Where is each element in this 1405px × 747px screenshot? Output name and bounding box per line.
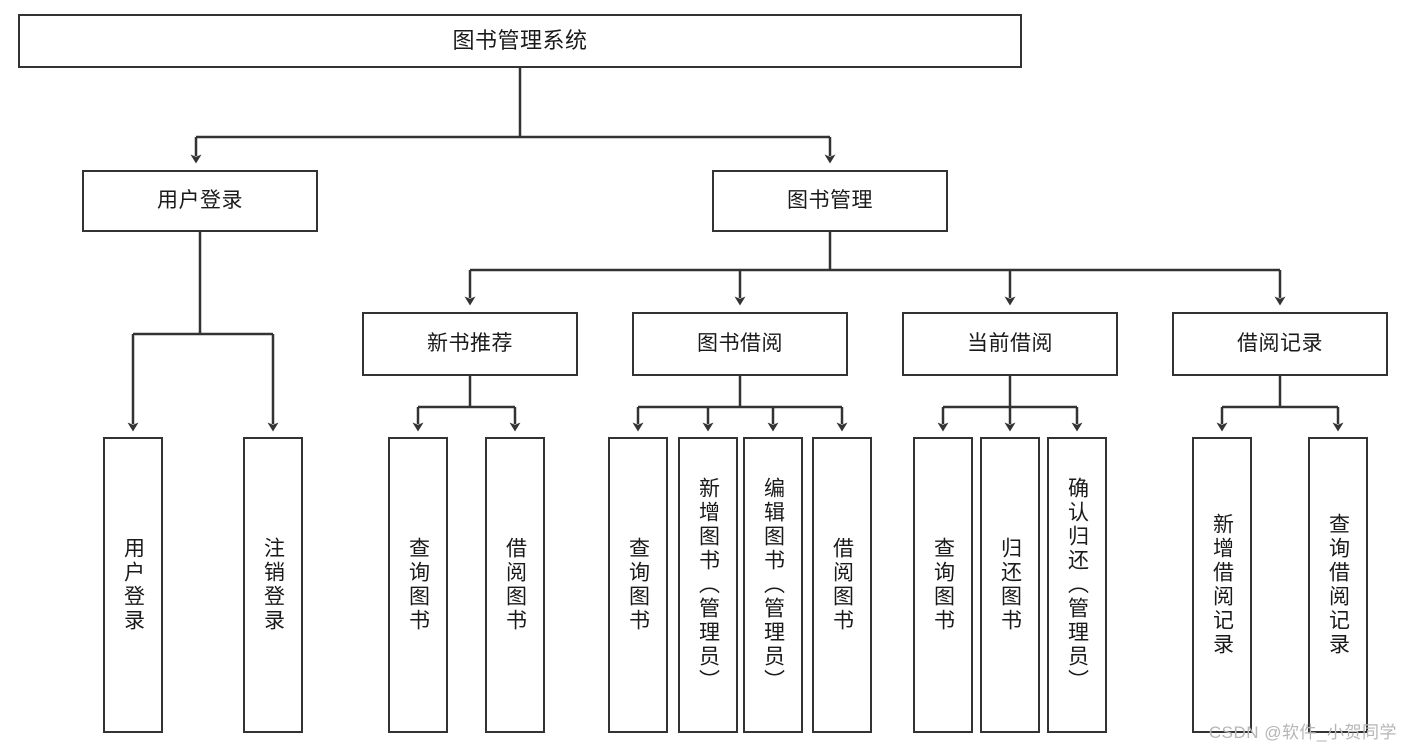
node-label: 借阅记录 xyxy=(1237,331,1323,355)
node-label: 借阅图书 xyxy=(503,537,527,633)
node-label: 归还图书 xyxy=(998,537,1022,633)
leaf-confirm-return-admin[interactable]: 确认归还（管理员） xyxy=(1047,437,1107,733)
node-label: 用户登录 xyxy=(157,188,243,212)
leaf-query-book-recommend[interactable]: 查询图书 xyxy=(388,437,448,733)
node-label: 查询图书 xyxy=(931,537,955,633)
node-label: 编辑图书（管理员） xyxy=(761,477,785,693)
node-label: 查询图书 xyxy=(406,537,430,633)
node-label: 查询图书 xyxy=(626,537,650,633)
node-root-system[interactable]: 图书管理系统 xyxy=(18,14,1022,68)
node-user-login[interactable]: 用户登录 xyxy=(82,170,318,232)
leaf-user-logout[interactable]: 注销登录 xyxy=(243,437,303,733)
leaf-query-book[interactable]: 查询图书 xyxy=(608,437,668,733)
leaf-borrow-book-recommend[interactable]: 借阅图书 xyxy=(485,437,545,733)
leaf-add-borrow-record[interactable]: 新增借阅记录 xyxy=(1192,437,1252,733)
node-new-book-recommend[interactable]: 新书推荐 xyxy=(362,312,578,376)
watermark-text: CSDN @软件_小贺同学 xyxy=(1208,723,1397,742)
node-label: 图书管理系统 xyxy=(452,28,588,54)
node-label: 新增图书（管理员） xyxy=(696,477,720,693)
leaf-user-login[interactable]: 用户登录 xyxy=(103,437,163,733)
node-label: 注销登录 xyxy=(261,537,285,633)
leaf-add-book-admin[interactable]: 新增图书（管理员） xyxy=(678,437,738,733)
node-label: 确认归还（管理员） xyxy=(1065,477,1089,693)
node-label: 图书借阅 xyxy=(697,331,783,355)
node-book-management[interactable]: 图书管理 xyxy=(712,170,948,232)
node-current-borrow[interactable]: 当前借阅 xyxy=(902,312,1118,376)
node-label: 用户登录 xyxy=(121,537,145,633)
node-label: 图书管理 xyxy=(787,188,873,212)
leaf-query-book-current[interactable]: 查询图书 xyxy=(913,437,973,733)
leaf-return-book[interactable]: 归还图书 xyxy=(980,437,1040,733)
node-borrow-records[interactable]: 借阅记录 xyxy=(1172,312,1388,376)
node-book-borrow[interactable]: 图书借阅 xyxy=(632,312,848,376)
node-label: 新增借阅记录 xyxy=(1210,513,1234,657)
node-label: 新书推荐 xyxy=(427,331,513,355)
node-label: 查询借阅记录 xyxy=(1326,513,1350,657)
leaf-borrow-book[interactable]: 借阅图书 xyxy=(812,437,872,733)
node-label: 借阅图书 xyxy=(830,537,854,633)
leaf-edit-book-admin[interactable]: 编辑图书（管理员） xyxy=(743,437,803,733)
leaf-query-borrow-record[interactable]: 查询借阅记录 xyxy=(1308,437,1368,733)
node-label: 当前借阅 xyxy=(967,331,1053,355)
